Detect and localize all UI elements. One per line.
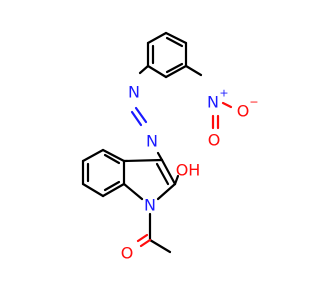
nitro-oxygen-down-label: O: [208, 131, 221, 150]
nitrophenyl-ring: [146, 31, 188, 79]
nitro-group: N + O − O: [184, 64, 259, 150]
azo-linkage: N N: [128, 64, 164, 162]
carbonyl-oxygen-label: O: [121, 244, 134, 263]
azo-nitrogen-lower-label: N: [146, 132, 158, 151]
molecule-structure-diagram: N + O − O N N N OH: [81, 31, 259, 263]
azo-nitrogen-upper-label: N: [128, 83, 140, 102]
nitro-oxygen-minus-charge: −: [249, 96, 258, 109]
hydroxyl-group: OH: [173, 161, 201, 186]
acetyl-group: O: [121, 212, 172, 263]
indole-nitrogen-label: N: [144, 196, 156, 215]
indole-core: N: [81, 148, 177, 215]
nitro-nitrogen-label: N: [207, 93, 219, 112]
nitro-oxygen-right-label: O: [237, 102, 250, 121]
hydroxyl-label: OH: [176, 161, 201, 180]
nitro-plus-charge: +: [219, 87, 228, 100]
